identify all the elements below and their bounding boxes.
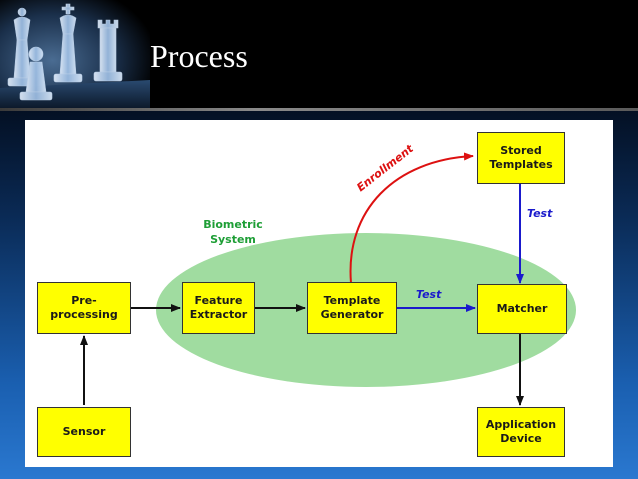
biometric-system-label: Biometric System: [203, 218, 263, 246]
diagram-panel: Biometric System Enrollment Test Test Pr…: [25, 120, 613, 467]
node-template-generator: Template Generator: [307, 282, 397, 334]
slide-title: Process: [150, 38, 248, 74]
test-label-stored-matcher: Test: [527, 207, 553, 220]
node-feature-extractor: Feature Extractor: [182, 282, 255, 334]
test-label-generator-matcher: Test: [416, 288, 442, 301]
chess-pieces-image: [0, 0, 150, 110]
node-matcher: Matcher: [477, 284, 567, 334]
node-preprocessing: Pre-processing: [37, 282, 131, 334]
node-application-device: Application Device: [477, 407, 565, 457]
arrow-enrollment: [349, 152, 474, 284]
slide-header: Process: [0, 0, 638, 110]
header-divider: [0, 108, 638, 111]
node-stored-templates: Stored Templates: [477, 132, 565, 184]
node-sensor: Sensor: [37, 407, 131, 457]
